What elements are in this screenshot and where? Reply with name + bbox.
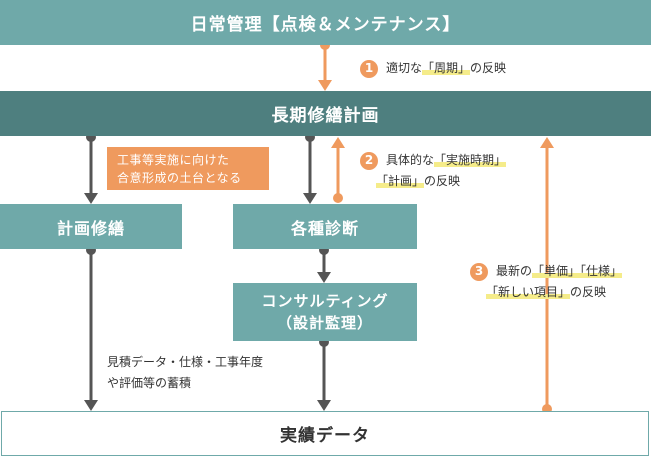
arrow-planned-repair-to-results — [84, 245, 98, 411]
arrow-longterm-to-diagnosis — [303, 132, 317, 204]
reflection-2-post: の反映 — [424, 174, 461, 188]
reflection-1-post: の反映 — [470, 61, 507, 75]
results-data-band: 実績データ — [1, 411, 649, 456]
reflection-note-3: 3 最新の「単価」「仕様」 「新しい項目」の反映 — [470, 261, 623, 303]
arrow-longterm-to-planned-repair — [84, 132, 98, 204]
long-term-plan-band: 長期修繕計画 — [0, 91, 651, 136]
reflection-note-1: 1 適切な「周期」の反映 — [360, 58, 506, 79]
diagnosis-label: 各種診断 — [290, 218, 359, 238]
reflection-2-highlight-1: 「実施時期」 — [434, 153, 507, 167]
estimate-note: 見積データ・仕様・工事年度 や評価等の蓄積 — [107, 352, 263, 394]
reflection-1-highlight: 「周期」 — [422, 61, 471, 75]
planned-repair-box: 計画修繕 — [0, 204, 182, 249]
consulting-sub-label: （設計監理） — [276, 314, 373, 332]
daily-management-label: 日常管理【点検＆メンテナンス】 — [190, 15, 461, 35]
daily-management-band: 日常管理【点検＆メンテナンス】 — [0, 0, 651, 45]
consulting-box: コンサルティング （設計監理） — [233, 283, 417, 341]
estimate-note-line1: 見積データ・仕様・工事年度 — [107, 355, 264, 369]
step-number-3: 3 — [470, 262, 488, 281]
reflection-2-highlight-2: 「計画」 — [376, 174, 425, 188]
consensus-note-line2: 合意形成の土台となる — [117, 170, 242, 185]
reflection-3-highlight-2: 「新しい項目」 — [486, 285, 571, 299]
reflection-2-pre: 具体的な — [386, 153, 435, 167]
reflection-3-pre: 最新の — [496, 264, 533, 278]
reflection-1-pre: 適切な — [386, 61, 423, 75]
reflection-3-highlight-1: 「単価」「仕様」 — [532, 264, 623, 278]
diagnosis-box: 各種診断 — [233, 204, 417, 249]
arrow-diagnosis-to-consulting — [317, 245, 331, 283]
arrow-daily-to-longterm — [318, 40, 332, 91]
long-term-plan-label: 長期修繕計画 — [271, 106, 380, 126]
consensus-note: 工事等実施に向けた 合意形成の土台となる — [107, 147, 269, 190]
planned-repair-label: 計画修繕 — [56, 218, 125, 238]
step-number-1: 1 — [360, 59, 378, 78]
step-number-2: 2 — [360, 151, 378, 170]
estimate-note-line2: や評価等の蓄積 — [107, 376, 192, 390]
reflection-3-post: の反映 — [570, 285, 607, 299]
consulting-label: コンサルティング — [261, 292, 389, 310]
consensus-note-line1: 工事等実施に向けた — [117, 152, 230, 167]
results-data-label: 実績データ — [280, 426, 370, 446]
arrow-diagnosis-to-longterm — [331, 137, 345, 203]
reflection-note-2: 2 具体的な「実施時期」 「計画」の反映 — [360, 150, 507, 192]
arrow-consulting-to-results — [317, 337, 331, 411]
